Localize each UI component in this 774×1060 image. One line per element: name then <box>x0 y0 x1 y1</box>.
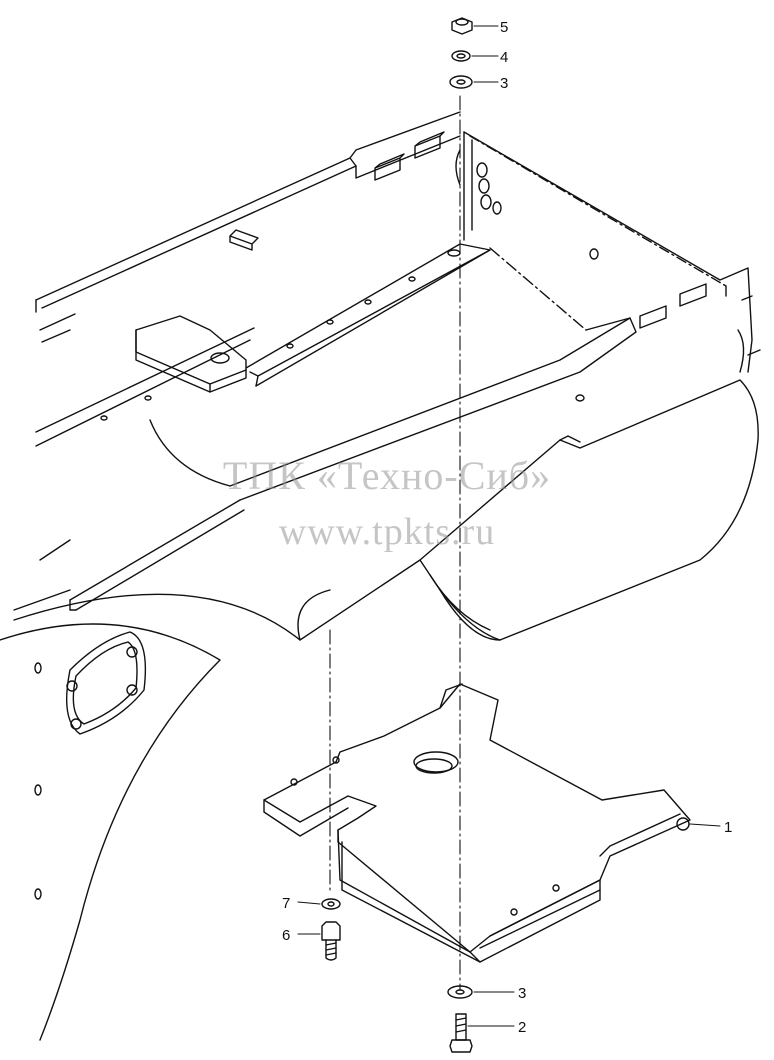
bottom-cover-plate <box>263 683 691 963</box>
washer-3-bottom <box>447 985 473 999</box>
callout-6: 6 <box>282 927 290 944</box>
callout-3-bottom: 3 <box>518 985 526 1002</box>
nut-5 <box>451 17 473 35</box>
callout-5: 5 <box>500 19 508 36</box>
bolt-6 <box>321 921 341 961</box>
spring-washer-4 <box>451 50 471 62</box>
callout-7: 7 <box>282 895 290 912</box>
bolt-2 <box>449 1013 473 1053</box>
callout-4: 4 <box>500 49 508 66</box>
washer-3-top <box>449 75 473 89</box>
upper-frame <box>0 111 761 1041</box>
callout-2: 2 <box>518 1019 526 1036</box>
callout-3-top: 3 <box>500 75 508 92</box>
leader-lines <box>297 25 721 1027</box>
washer-7 <box>321 898 341 910</box>
callout-1: 1 <box>724 819 732 836</box>
